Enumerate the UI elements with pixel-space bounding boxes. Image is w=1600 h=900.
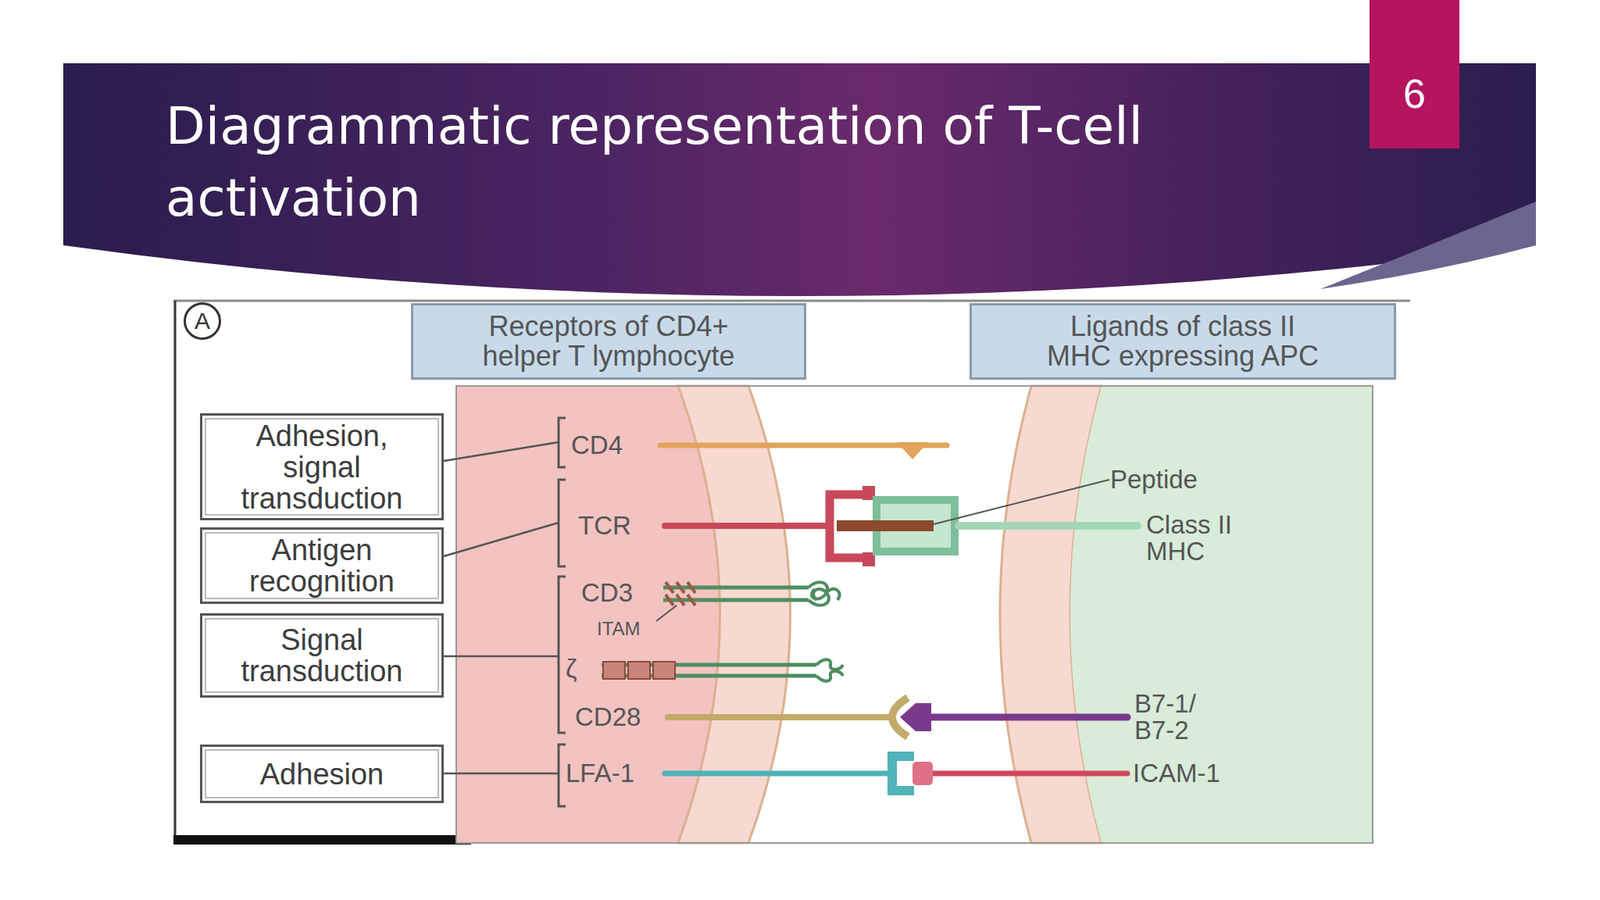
molecule-label: LFA-1	[565, 760, 635, 787]
itam-motif	[653, 661, 675, 679]
header-box: Receptors of CD4+ helper T lymphocyte	[410, 303, 807, 380]
frame-line	[174, 300, 177, 843]
zeta-domain	[816, 659, 843, 682]
node-text: Signal transduction	[224, 624, 420, 687]
bracket	[558, 576, 566, 733]
molecule-label: ICAM-1	[1132, 760, 1221, 787]
icam1-molecule	[929, 771, 1128, 777]
lfa1-binding-site	[892, 756, 915, 791]
leader-line	[443, 655, 559, 658]
node-text: Adhesion, signal transduction	[224, 420, 420, 515]
function-box: Signal transduction	[200, 613, 444, 698]
cd3-chain	[663, 598, 809, 603]
molecule-label: Class II MHC	[1146, 511, 1256, 565]
function-box: Antigen recognition	[200, 527, 444, 604]
leader-line	[933, 479, 1110, 525]
node-text: Adhesion	[224, 758, 420, 790]
molecule-label: Peptide	[1110, 466, 1198, 493]
cd3-domain	[808, 582, 840, 606]
title-band	[63, 63, 1536, 297]
bracket	[558, 479, 566, 567]
bracket	[558, 744, 566, 807]
function-box: Adhesion	[200, 744, 444, 804]
peptide	[836, 520, 934, 532]
header-box: Ligands of class II MHC expressing APC	[969, 303, 1397, 380]
leader-line	[443, 522, 559, 557]
molecule-label: B7-1/ B7-2	[1134, 690, 1221, 744]
b7-molecule	[925, 714, 1128, 722]
molecule-label: CD4	[571, 432, 623, 459]
cd28-molecule	[667, 714, 891, 721]
node-text: Antigen recognition	[224, 534, 420, 597]
cd3-chain	[663, 585, 809, 590]
frame-line	[173, 300, 1411, 303]
molecule-label: ITAM	[596, 618, 641, 640]
t-cell-cytoplasm	[456, 385, 1373, 843]
node-text: 6	[1403, 71, 1426, 116]
leader-line	[656, 605, 677, 622]
node-text: A	[194, 308, 211, 334]
cd4-domain	[896, 442, 929, 460]
lfa1-molecule	[664, 771, 891, 777]
slide-title: Diagrammatic representation of T-cell ac…	[165, 90, 1260, 235]
leader-line	[443, 772, 559, 775]
molecule-label: TCR	[578, 512, 632, 540]
itam-motif	[603, 661, 625, 679]
tcr-molecule	[664, 522, 830, 529]
frame-bar	[173, 835, 472, 845]
cell-frame	[456, 385, 1373, 843]
node-text: Receptors of CD4+ helper T lymphocyte	[466, 311, 752, 372]
band-accent	[1320, 201, 1536, 290]
molecule-label: ζ	[565, 655, 578, 683]
node-text: Ligands of class II MHC expressing APC	[1040, 311, 1326, 372]
itam-motif	[628, 661, 650, 679]
panel-letter-circle: A	[183, 302, 222, 340]
itam-motif	[665, 582, 696, 606]
function-box: Adhesion, signal transduction	[200, 413, 444, 521]
page-number-badge: 6	[1369, 0, 1460, 149]
molecule-label: CD3	[581, 579, 633, 607]
b7-domain	[900, 703, 932, 732]
bracket	[558, 417, 566, 468]
icam1-domain	[912, 761, 933, 786]
molecule-label: CD28	[575, 703, 641, 731]
mhc-molecule	[958, 521, 1138, 530]
leader-line	[443, 442, 559, 461]
